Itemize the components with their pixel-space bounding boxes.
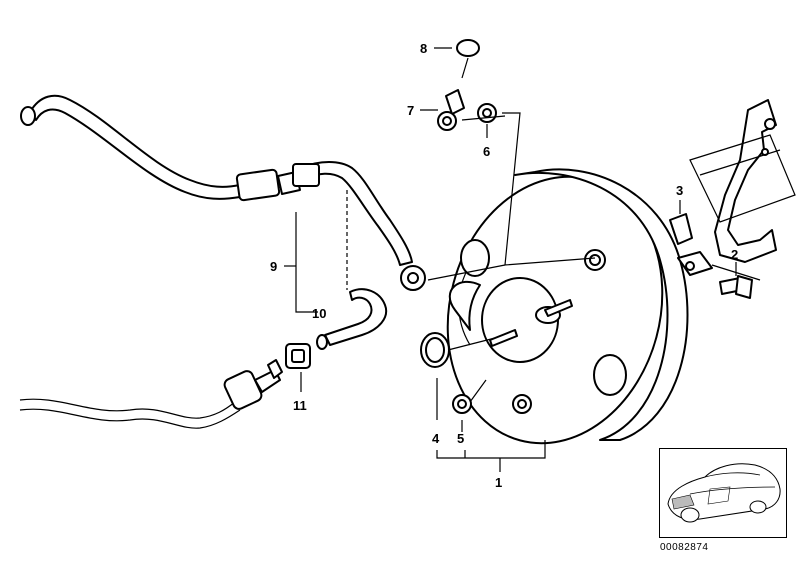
o-ring-4 [420, 332, 496, 420]
leader-7 [461, 115, 506, 121]
callout-11: 11 [293, 398, 307, 413]
diagram-id: 00082874 [660, 542, 709, 553]
pedal-bracket [677, 99, 796, 281]
callout-2: 2 [731, 247, 738, 262]
cap-8 [434, 39, 480, 79]
banjo-fitting-7 [420, 89, 465, 131]
callout-bracket-1 [436, 440, 546, 459]
hose-10 [316, 288, 388, 350]
leader-6 [502, 112, 596, 266]
callout-9: 9 [270, 259, 277, 274]
callout-7: 7 [407, 103, 414, 118]
callout-10: 10 [312, 306, 326, 321]
callout-6: 6 [483, 144, 490, 159]
seal-6 [477, 103, 497, 138]
brake-booster [446, 168, 689, 445]
leader-hose [427, 264, 506, 281]
callout-4: 4 [432, 431, 440, 446]
vehicle-thumbnail [659, 448, 787, 538]
grommet-11 [285, 343, 311, 392]
callout-8: 8 [420, 41, 427, 56]
clip-3 [669, 200, 693, 245]
callout-3: 3 [676, 183, 683, 198]
car-outline-icon [667, 463, 781, 523]
nut-5 [452, 379, 487, 432]
bolt-2 [719, 262, 753, 299]
check-valve [19, 359, 283, 429]
callout-1: 1 [495, 475, 502, 490]
vacuum-hose [20, 94, 426, 291]
callout-bracket-9 [284, 212, 318, 313]
callout-5: 5 [457, 431, 464, 446]
